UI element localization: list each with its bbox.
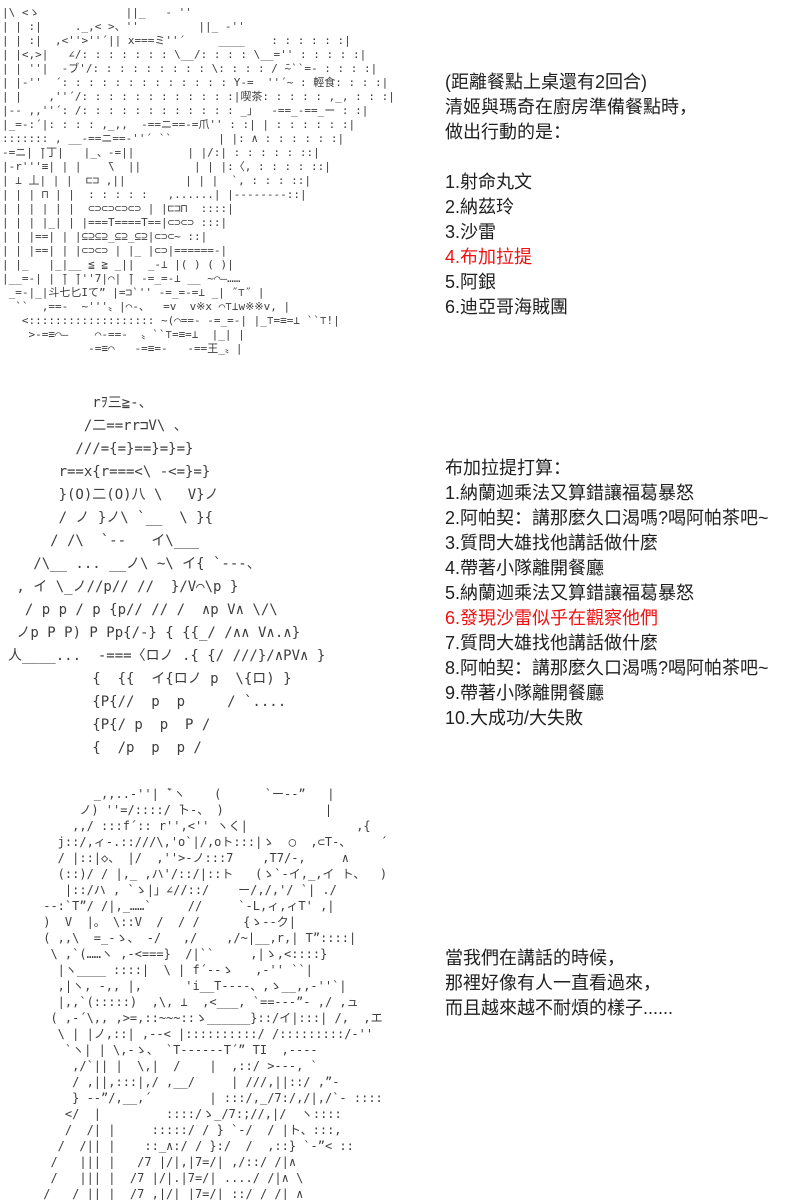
turn-prompt-options: 1.射命丸文 2.納茲玲 3.沙雷 4.布加拉提 5.阿銀 6.迪亞哥海賊團 (445, 170, 697, 320)
option-item: 10.大成功/大失敗 (445, 708, 584, 728)
dialogue-text: 當我們在講話的時候， 那裡好像有人一直看過來， 而且越來越不耐煩的樣子.....… (445, 948, 674, 1018)
bucciarati-plan-block: 布加拉提打算： 1.納蘭迦乘法又算錯讓福葛暴怒 2.阿帕契：講那麼久口渴嗎?喝阿帕… (445, 456, 769, 731)
turn-prompt-block: (距離餐點上桌還有2回合) 清姬與瑪奇在廚房準備餐點時， 做出行動的是： 1.射… (445, 70, 697, 320)
option-item: 2.納茲玲 (445, 197, 515, 217)
option-item: 8.阿帕契：講那麼久口渴嗎?喝阿帕茶吧~ (445, 658, 769, 678)
option-item: 1.納蘭迦乘法又算錯讓福葛暴怒 (445, 483, 695, 503)
option-item: 7.質問大雄找他講話做什麼 (445, 633, 659, 653)
cafe-scene-ascii-art: |\ <ゝ ||_ - '' | | :| ._,< >、'' ||_ -'' … (2, 6, 395, 355)
option-item: 5.阿銀 (445, 272, 497, 292)
option-item: 6.迪亞哥海賊團 (445, 297, 569, 317)
bucciarati-ascii-art: rｦ三≧-、 /二==rr⊐V\ 、 ///={=}==}=}=} r==x{r… (8, 395, 326, 756)
dialogue-block: 當我們在講話的時候， 那裡好像有人一直看過來， 而且越來越不耐煩的樣子.....… (445, 946, 673, 1021)
plan-title: 布加拉提打算： (445, 458, 571, 478)
table-scene-ascii-art: _,,..-''| ̄`ヽ ( `ー--” | ノ) ''=/::::/ ̄ト-… (43, 787, 388, 1200)
turn-prompt-intro: (距離餐點上桌還有2回合) 清姬與瑪奇在廚房準備餐點時， 做出行動的是： (445, 72, 697, 142)
option-item: 6.發現沙雷似乎在觀察他們 (445, 608, 659, 628)
option-item: 2.阿帕契：講那麼久口渴嗎?喝阿帕茶吧~ (445, 508, 769, 528)
option-item: 3.質問大雄找他講話做什麼 (445, 533, 659, 553)
plan-options: 1.納蘭迦乘法又算錯讓福葛暴怒 2.阿帕契：講那麼久口渴嗎?喝阿帕茶吧~ 3.質問大… (445, 481, 769, 731)
option-item: 3.沙雷 (445, 222, 497, 242)
option-item: 4.布加拉提 (445, 247, 533, 267)
option-item: 5.納蘭迦乘法又算錯讓福葛暴怒 (445, 583, 695, 603)
option-item: 1.射命丸文 (445, 172, 533, 192)
option-item: 9.帶著小隊離開餐廳 (445, 683, 605, 703)
option-item: 4.帶著小隊離開餐廳 (445, 558, 605, 578)
